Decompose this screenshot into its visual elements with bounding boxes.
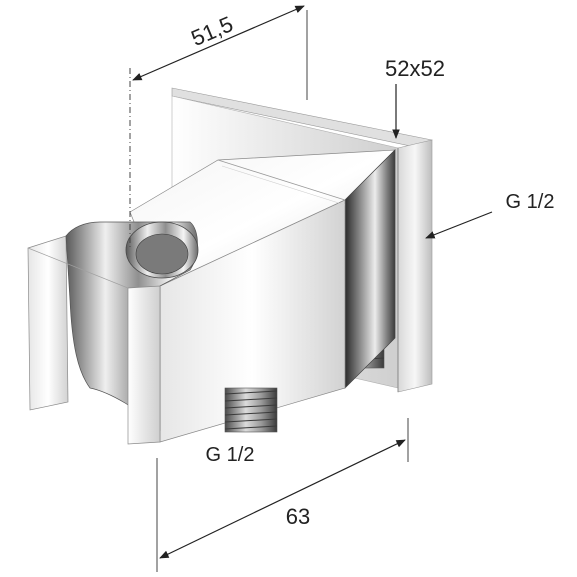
plate-label: 52x52 <box>385 56 445 81</box>
dimension-rear-thread: G 1/2 <box>425 191 555 239</box>
holder-left-jaw <box>27 235 69 411</box>
holder-front-face <box>127 285 161 445</box>
dimension-plate: 52x52 <box>385 56 445 139</box>
holder-arm <box>27 221 199 445</box>
height-dimension-line <box>159 439 406 559</box>
depth-dimension-line <box>132 5 305 81</box>
bottom-thread <box>224 387 278 433</box>
bottom-thread-label: G 1/2 <box>206 444 255 466</box>
height-label: 63 <box>286 504 310 529</box>
rear-thread-label: G 1/2 <box>506 191 555 213</box>
rear-thread-leader <box>425 211 493 239</box>
dimension-height: 63 <box>156 418 409 572</box>
dimension-bottom-thread: G 1/2 <box>206 444 255 466</box>
wall-plate-side <box>397 139 433 393</box>
depth-label: 51,5 <box>187 11 236 51</box>
